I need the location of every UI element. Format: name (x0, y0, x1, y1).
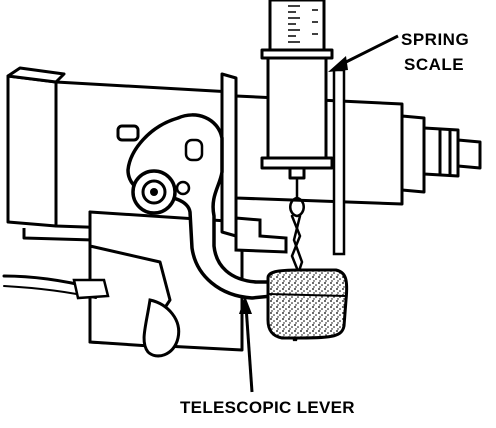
lever-hole (175, 180, 191, 196)
telescopic-lever-part (126, 113, 274, 300)
vertical-rod (332, 68, 346, 256)
weight-block (266, 268, 349, 340)
spring-scale-label-line1: SPRING (401, 30, 470, 49)
telescopic-lever-leader (239, 296, 254, 393)
spring-scale-leader (328, 34, 399, 72)
body-slot (116, 124, 140, 142)
spring-scale-label-line2: SCALE (404, 55, 465, 74)
spring-scale-part (260, 0, 334, 180)
shaft-end (400, 114, 482, 194)
scale-graduations (288, 5, 318, 43)
cable (2, 274, 110, 300)
lever-tab (234, 216, 288, 254)
telescopic-lever-label: TELESCOPIC LEVER (180, 398, 355, 417)
housing-foot (142, 298, 181, 358)
lever-slot (184, 138, 204, 162)
